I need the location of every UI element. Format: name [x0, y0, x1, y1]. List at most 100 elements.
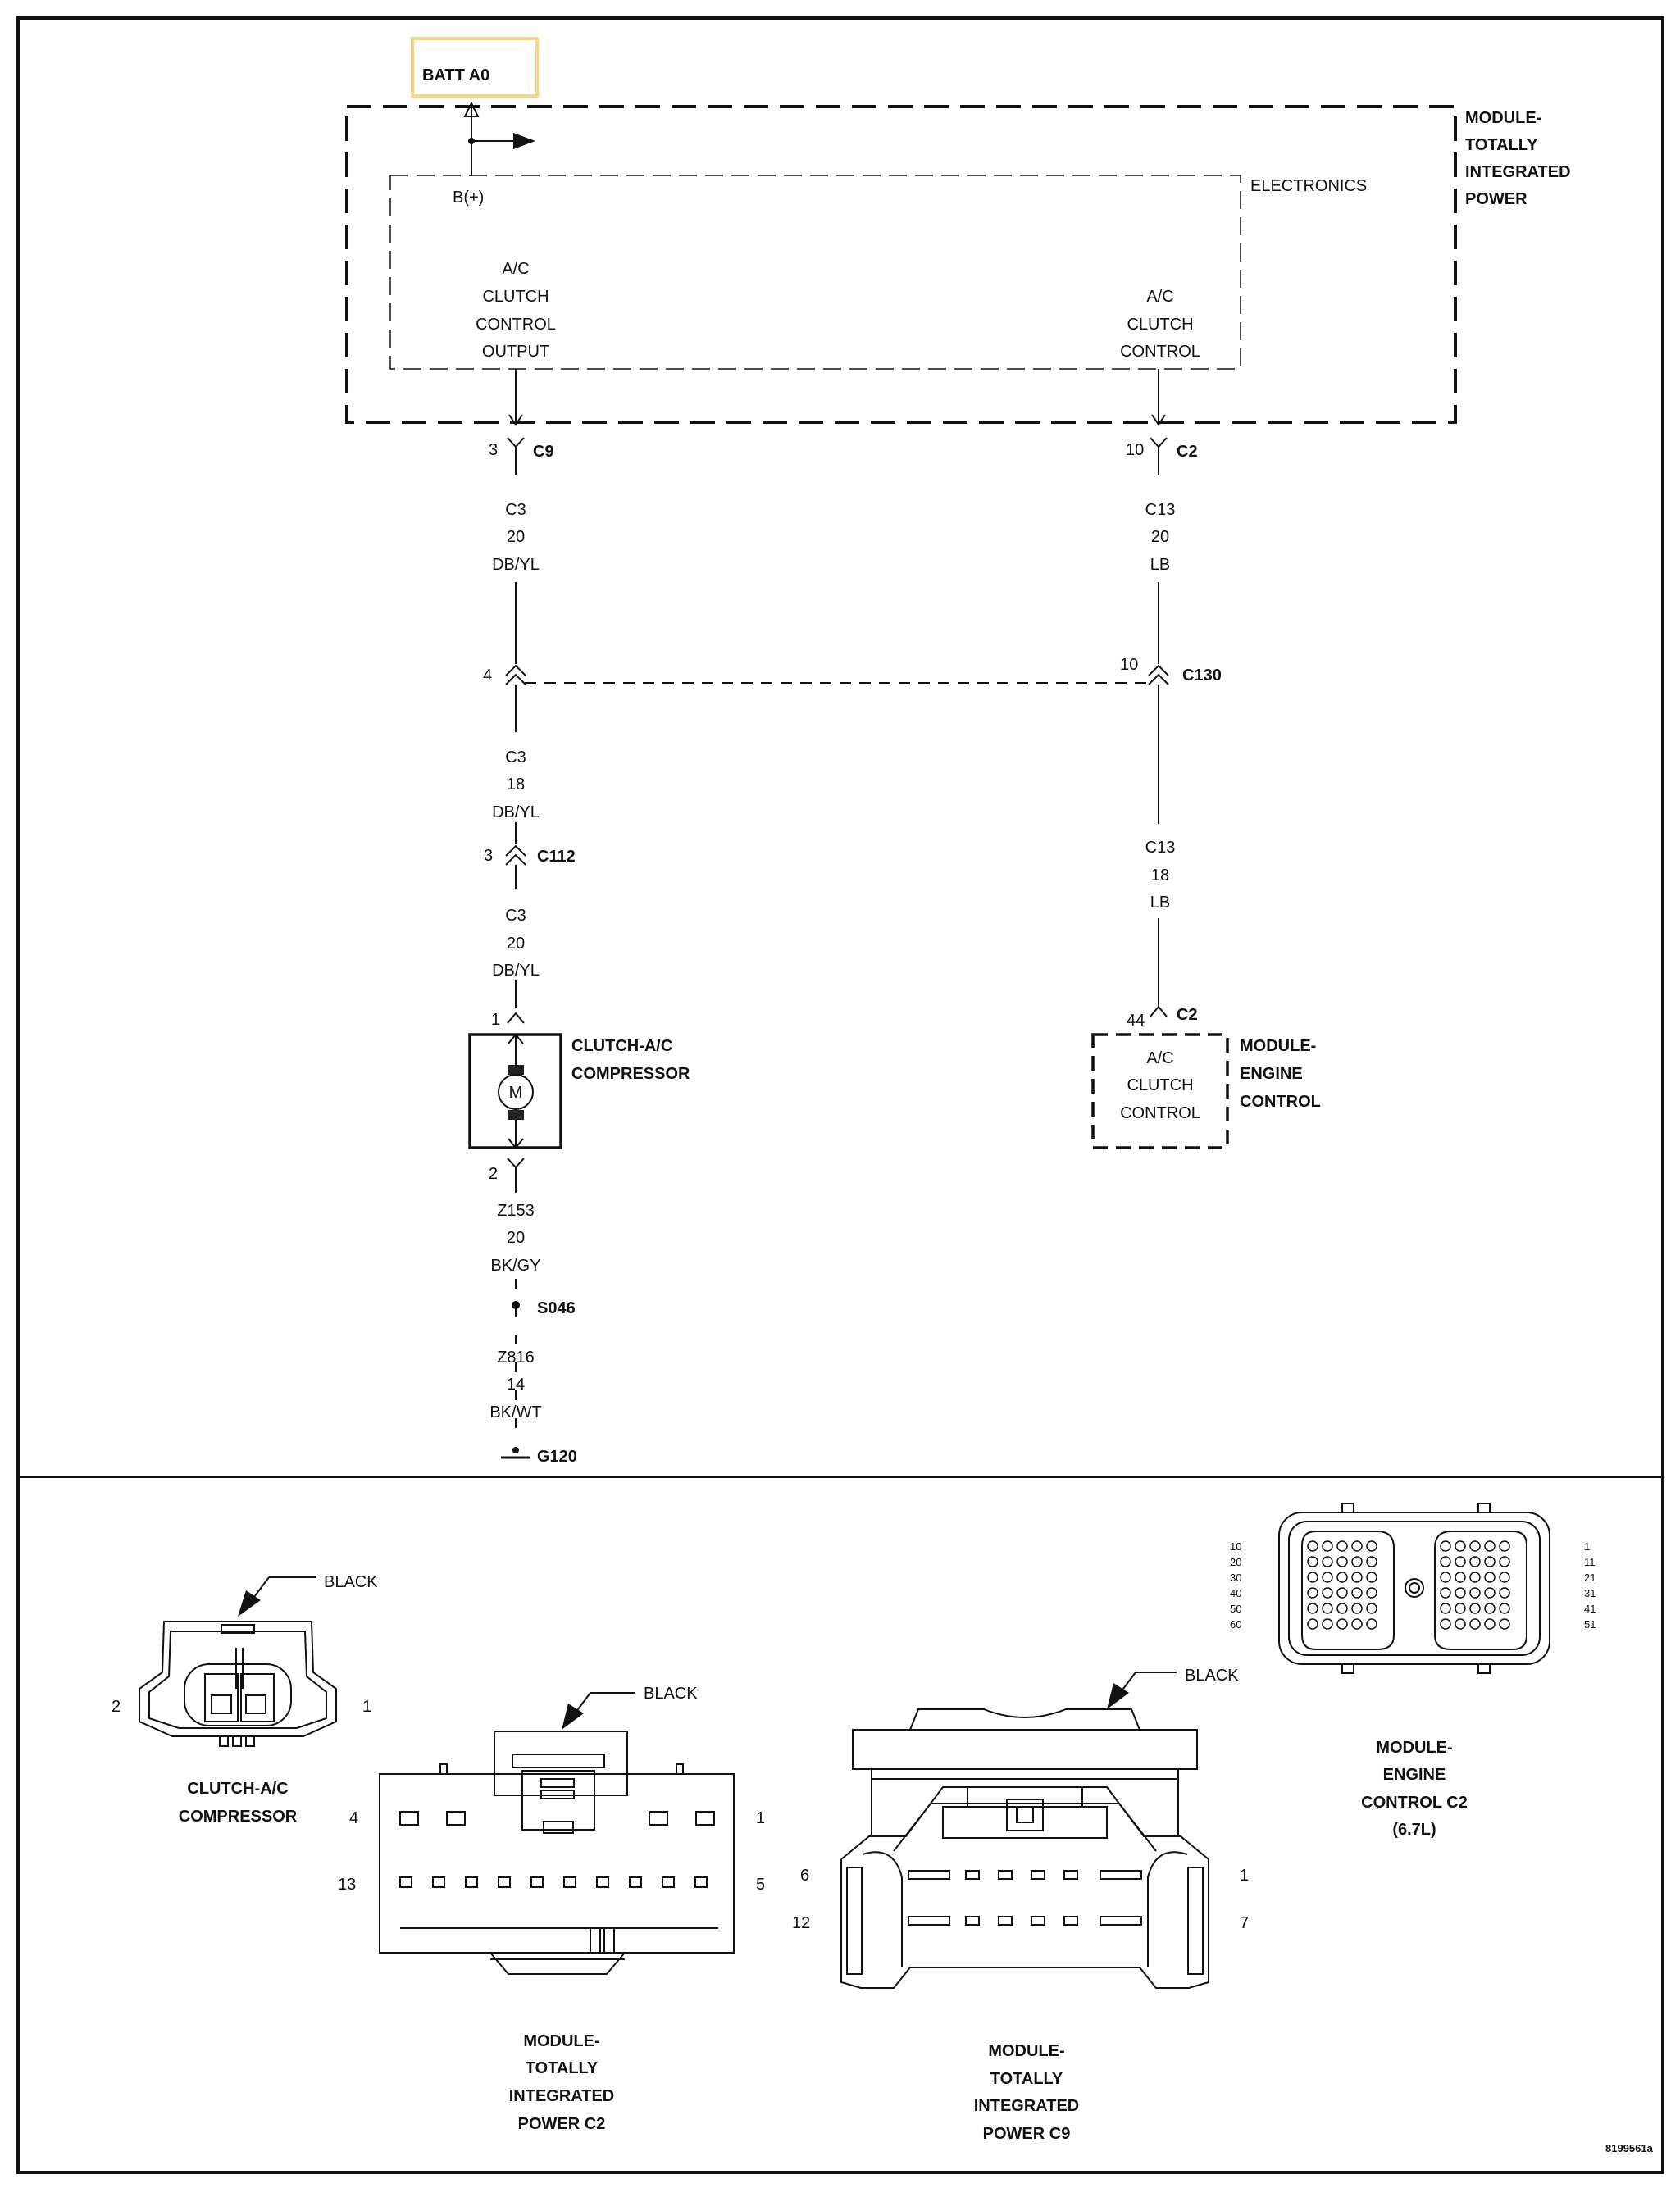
ecm-left-pin-20: 20 — [1230, 1556, 1241, 1568]
ecm-c2-name: C2 — [1177, 1006, 1198, 1024]
tipm-name-1: MODULE- — [1465, 109, 1541, 127]
tipm-c2-name-4: POWER C2 — [518, 2115, 606, 2133]
ecm-pin-cavity — [1366, 1618, 1377, 1630]
comp-pin2: 2 — [489, 1165, 498, 1183]
left-wire4-gauge: 20 — [507, 1229, 525, 1247]
ecm-pin-cavity — [1455, 1540, 1466, 1552]
ecm-pin-cavity — [1336, 1603, 1348, 1614]
tipm-c9-color: BLACK — [1185, 1667, 1239, 1685]
left-wire2-gauge: 18 — [507, 776, 525, 794]
ecm-pin-cavity — [1499, 1556, 1510, 1567]
tipm-c9-pin-7: 7 — [1240, 1914, 1249, 1932]
ecm-right-pin-51: 51 — [1584, 1618, 1596, 1631]
ecm-c2-connector[interactable] — [1278, 1503, 1550, 1674]
ecm-pin-cavity — [1469, 1572, 1481, 1583]
c9-name: C9 — [533, 443, 554, 461]
comp-name-1: CLUTCH-A/C — [571, 1037, 672, 1055]
ecm-pin-cavity — [1484, 1572, 1496, 1583]
ecm-name-3: CONTROL — [1240, 1093, 1321, 1111]
ecm-pin-cavity — [1366, 1540, 1377, 1552]
right-circuit — [1148, 369, 1169, 1017]
ecm-left-pin-60: 60 — [1230, 1618, 1241, 1631]
left-wire4-circuit: Z153 — [497, 1202, 535, 1220]
ecm-pin-cavity — [1351, 1603, 1363, 1614]
tipm-c2-pin-5: 5 — [756, 1876, 765, 1894]
tipm-c2-color: BLACK — [644, 1685, 698, 1703]
ecm-box-3: CONTROL — [1120, 1104, 1200, 1122]
ecm-pin-cavity — [1351, 1587, 1363, 1599]
ecm-pin-cavity — [1484, 1556, 1496, 1567]
right-wire2-circuit: C13 — [1145, 839, 1176, 857]
right-wire2-color: LB — [1150, 894, 1170, 912]
tipm-name-3: INTEGRATED — [1465, 163, 1571, 181]
ecm-pin-cavity — [1307, 1618, 1318, 1630]
tipm-c9-pin-6: 6 — [800, 1867, 809, 1885]
ecm-pin-cavity — [1440, 1603, 1451, 1614]
ecm-left-pin-30: 30 — [1230, 1572, 1241, 1584]
splice-dot — [512, 1301, 520, 1309]
ecm-pin-cavity — [1322, 1587, 1333, 1599]
ecm-pin-cavity — [1499, 1572, 1510, 1583]
ecm-conn-name-1: MODULE- — [1376, 1739, 1452, 1757]
ecm-pin-cavity — [1499, 1587, 1510, 1599]
comp-name-2: COMPRESSOR — [571, 1065, 690, 1083]
ecm-right-pin-1: 1 — [1584, 1540, 1590, 1553]
ecm-pin-cavity — [1484, 1540, 1496, 1552]
tipm-c9-name-2: TOTALLY — [990, 2070, 1063, 2088]
compressor-conn-name-1: CLUTCH-A/C — [187, 1780, 288, 1798]
tipm-c9-name-4: POWER C9 — [983, 2125, 1071, 2143]
compressor-pin-right: 1 — [362, 1698, 371, 1716]
batt-label: BATT A0 — [422, 66, 489, 84]
left-wire5-circuit: Z816 — [497, 1349, 535, 1367]
ecm-pin-cavity — [1469, 1603, 1481, 1614]
ground-name: G120 — [537, 1448, 577, 1466]
ecm-pin-cavity — [1307, 1603, 1318, 1614]
ecm-pin-cavity — [1484, 1587, 1496, 1599]
tipm-c9-pin-1: 1 — [1240, 1867, 1249, 1885]
ecm-pin-cavity — [1469, 1587, 1481, 1599]
tipm-c2-color-arrow-icon — [562, 1704, 584, 1730]
compressor-box[interactable] — [468, 1033, 562, 1149]
ecm-pin-cavity — [1484, 1603, 1496, 1614]
ecm-module-box[interactable] — [1091, 1033, 1229, 1149]
right-wire1-circuit: C13 — [1145, 501, 1176, 519]
ecm-pin-cavity — [1351, 1618, 1363, 1630]
compressor-color-arrow-icon — [238, 1590, 261, 1617]
left-wire1-color: DB/YL — [492, 556, 540, 574]
ecm-pin-cavity — [1440, 1556, 1451, 1567]
left-wire3-gauge: 20 — [507, 935, 525, 953]
tipm-c9-pin-12: 12 — [792, 1914, 810, 1932]
ecm-left-pin-10: 10 — [1230, 1540, 1241, 1553]
ecm-pin-cavity — [1336, 1540, 1348, 1552]
ecm-name-1: MODULE- — [1240, 1037, 1316, 1055]
tipm-c2-name-1: MODULE- — [523, 2032, 599, 2050]
tipm-c2-name-3: INTEGRATED — [509, 2087, 615, 2105]
splice-name: S046 — [537, 1299, 576, 1317]
ac-output-4: OUTPUT — [482, 343, 549, 361]
right-wire1-gauge: 20 — [1151, 528, 1169, 546]
ac-control-2: CLUTCH — [1127, 316, 1193, 334]
ecm-pin-cavity — [1469, 1540, 1481, 1552]
tipm-module-box[interactable] — [345, 105, 1457, 424]
left-wire3-circuit: C3 — [505, 907, 526, 925]
ac-control-3: CONTROL — [1120, 343, 1200, 361]
tipm-c9-connector[interactable] — [840, 1708, 1209, 1989]
ecm-pin-cavity — [1484, 1618, 1496, 1630]
compressor-connector[interactable] — [139, 1621, 337, 1747]
ecm-pin-cavity — [1455, 1587, 1466, 1599]
tipm-c2-connector[interactable] — [379, 1731, 735, 1975]
c130-right-pin: 10 — [1120, 656, 1138, 674]
ecm-pin-cavity — [1336, 1572, 1348, 1583]
c130-left-pin: 4 — [483, 666, 492, 685]
motor-letter: M — [509, 1084, 523, 1102]
left-wire3-color: DB/YL — [492, 962, 540, 980]
compressor-color: BLACK — [324, 1573, 378, 1591]
left-wire2-circuit: C3 — [505, 748, 526, 766]
feed-arrow-right-icon — [513, 133, 535, 149]
tipm-c2-pin-13: 13 — [338, 1876, 356, 1894]
ecm-pin-cavity — [1322, 1618, 1333, 1630]
c112-pin: 3 — [484, 847, 493, 865]
page-border — [16, 16, 1664, 2174]
batt-label-box[interactable] — [411, 37, 539, 98]
